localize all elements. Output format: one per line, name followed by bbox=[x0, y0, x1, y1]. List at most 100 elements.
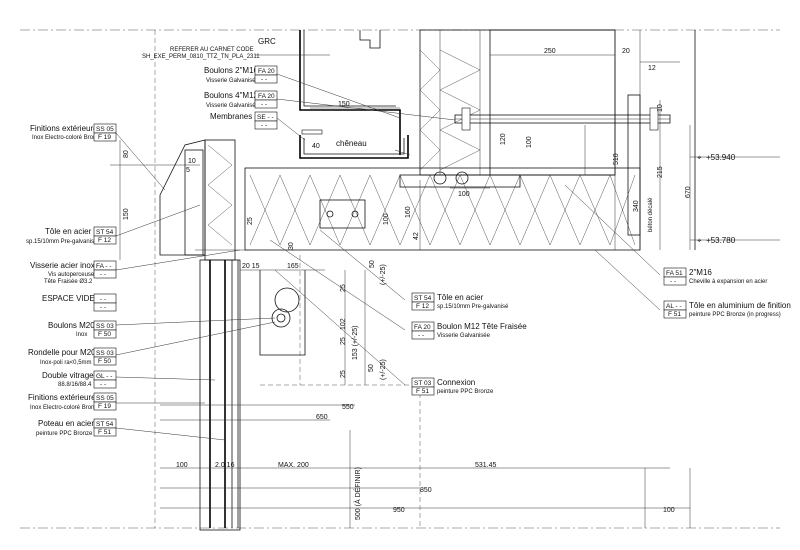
label-boulon-m12-tete: FA 20 - - Boulon M12 Tête Fraisée Visser… bbox=[411, 321, 527, 340]
svg-text:153 (+/-25): 153 (+/-25) bbox=[352, 326, 359, 360]
cheneau-text: chêneau bbox=[336, 139, 367, 148]
svg-text:F 51: F 51 bbox=[416, 388, 429, 395]
dimension-lines bbox=[110, 30, 780, 528]
svg-text:650: 650 bbox=[316, 414, 328, 421]
svg-text:Visserie Galvanisée: Visserie Galvanisée bbox=[206, 103, 260, 109]
svg-text:- -: - - bbox=[100, 381, 106, 388]
svg-text:100: 100 bbox=[526, 136, 533, 148]
svg-text:peinture PPC Bronze (in progre: peinture PPC Bronze (in progress) bbox=[689, 312, 781, 318]
svg-text:5: 5 bbox=[186, 167, 190, 174]
svg-text:F 12: F 12 bbox=[416, 303, 429, 310]
svg-text:120: 120 bbox=[500, 133, 507, 145]
reference-line-2: SH_EXE_PERM_0810_TTZ_TN_PLA_2311 bbox=[142, 54, 260, 60]
svg-text:Tête Fraisée Ø3.2: Tête Fraisée Ø3.2 bbox=[44, 279, 93, 285]
svg-text:- -: - - bbox=[261, 122, 267, 129]
svg-text:AL - -: AL - - bbox=[666, 303, 682, 310]
svg-text:100: 100 bbox=[458, 191, 470, 198]
dimension-values: 250 20 12 150 40 80 150 10 5 165 20 15 2… bbox=[123, 48, 692, 520]
svg-text:sp.15/10mm Pre-galvanisé: sp.15/10mm Pre-galvanisé bbox=[437, 304, 509, 310]
grc-label: GRC bbox=[258, 37, 276, 46]
svg-text:165: 165 bbox=[287, 263, 299, 270]
svg-text:Tôle en aluminium de finition: Tôle en aluminium de finition bbox=[689, 301, 791, 310]
label-boulons-m20: Boulons M20 Inox SS 03 F 50 bbox=[48, 320, 117, 339]
svg-text:Finitions extérieures: Finitions extérieures bbox=[30, 124, 102, 133]
svg-text:MAX. 200: MAX. 200 bbox=[278, 462, 309, 469]
svg-text:100: 100 bbox=[663, 507, 675, 514]
svg-text:ST 54: ST 54 bbox=[96, 421, 114, 428]
label-poteau: Poteau en acier peinture PPC Bronze ST 5… bbox=[36, 418, 117, 437]
svg-text:531.45: 531.45 bbox=[475, 462, 497, 469]
svg-text:50: 50 bbox=[368, 364, 375, 372]
svg-text:SS 05: SS 05 bbox=[96, 395, 114, 402]
label-finitions-bottom: Finitions extérieures Inox Electro-color… bbox=[28, 392, 117, 411]
svg-text:peinture PPC Bronze: peinture PPC Bronze bbox=[36, 431, 93, 437]
label-tole-mid: ST 54 F 12 Tôle en acier sp.15/10mm Pre-… bbox=[411, 292, 509, 311]
svg-text:Double vitrage: Double vitrage bbox=[42, 371, 94, 380]
svg-text:Visserie acier inox: Visserie acier inox bbox=[30, 261, 95, 270]
bracket bbox=[259, 255, 421, 528]
svg-text:GL - -: GL - - bbox=[96, 373, 112, 380]
svg-text:ST 54: ST 54 bbox=[414, 295, 432, 302]
threaded-rod bbox=[433, 107, 671, 185]
svg-text:F 19: F 19 bbox=[98, 403, 111, 410]
svg-text:FA 20: FA 20 bbox=[414, 324, 431, 331]
svg-text:42: 42 bbox=[413, 232, 420, 240]
svg-text:SS 03: SS 03 bbox=[96, 350, 114, 357]
svg-text:Rondelle pour M20: Rondelle pour M20 bbox=[28, 348, 96, 357]
svg-text:100: 100 bbox=[383, 213, 390, 225]
svg-text:88.8/16/88.4: 88.8/16/88.4 bbox=[58, 382, 92, 388]
svg-text:- -: - - bbox=[261, 76, 267, 83]
label-boulons-m12: Boulons 4"M12 Visserie Galvanisée FA 20 … bbox=[204, 90, 278, 109]
svg-text:80: 80 bbox=[123, 150, 130, 158]
svg-text:F 50: F 50 bbox=[98, 331, 111, 338]
svg-text:Visserie Galvanisée: Visserie Galvanisée bbox=[437, 333, 491, 339]
svg-text:FA 20: FA 20 bbox=[258, 68, 275, 75]
svg-text:25: 25 bbox=[340, 337, 347, 345]
svg-text:215: 215 bbox=[657, 166, 664, 178]
svg-text:550: 550 bbox=[342, 404, 354, 411]
svg-text:(+/-25): (+/-25) bbox=[380, 359, 387, 380]
label-rondelle: Rondelle pour M20 Inox-poli ra<0,5mm SS … bbox=[28, 347, 117, 366]
level-bottom-arrow: ⌖ bbox=[697, 236, 702, 245]
svg-text:- -: - - bbox=[261, 101, 267, 108]
svg-text:850: 850 bbox=[420, 487, 432, 494]
svg-text:Boulons 4"M12: Boulons 4"M12 bbox=[204, 91, 259, 100]
slab-insulation bbox=[244, 167, 641, 251]
level-bottom: +53.780 bbox=[706, 236, 736, 245]
svg-text:- -: - - bbox=[418, 332, 424, 339]
svg-text:100: 100 bbox=[176, 462, 188, 469]
svg-text:SE - -: SE - - bbox=[257, 114, 274, 121]
svg-text:Cheville à expansion en acier: Cheville à expansion en acier bbox=[689, 279, 767, 285]
svg-text:Connexion: Connexion bbox=[437, 378, 475, 387]
svg-text:Vis autoperceuses: Vis autoperceuses bbox=[48, 272, 97, 278]
label-connexion: ST 03 F 51 Connexion peinture PPC Bronze bbox=[411, 377, 494, 396]
svg-text:Boulon M12 Tête Fraisée: Boulon M12 Tête Fraisée bbox=[437, 322, 527, 331]
svg-text:500 (À DÉFINIR): 500 (À DÉFINIR) bbox=[353, 467, 362, 520]
label-double-vitrage: Double vitrage 88.8/16/88.4 GL - - - - bbox=[42, 370, 117, 389]
svg-text:250: 250 bbox=[544, 48, 556, 55]
svg-text:Boulons 2"M16: Boulons 2"M16 bbox=[204, 66, 259, 75]
svg-text:Inox Electro-coloré Bronze: Inox Electro-coloré Bronze bbox=[30, 405, 101, 411]
svg-text:25: 25 bbox=[340, 284, 347, 292]
svg-text:- -: - - bbox=[100, 304, 106, 311]
label-boulons-m16: Boulons 2"M16 Visserie Galvanisée FA 20 … bbox=[204, 65, 278, 84]
beton-text: béton décalé bbox=[648, 197, 654, 232]
svg-text:50: 50 bbox=[369, 260, 376, 268]
facade bbox=[159, 139, 366, 531]
svg-text:FA 20: FA 20 bbox=[258, 93, 275, 100]
label-finitions-top: Finitions extérieures Inox Electro-color… bbox=[30, 123, 117, 142]
svg-text:FA 51: FA 51 bbox=[666, 270, 683, 277]
svg-text:ST 03: ST 03 bbox=[414, 380, 432, 387]
label-cheville: FA 51 - - 2"M16 Cheville à expansion en … bbox=[663, 267, 767, 286]
svg-text:2"M16: 2"M16 bbox=[689, 268, 712, 277]
svg-text:10: 10 bbox=[657, 104, 664, 112]
level-top-arrow: ⌖ bbox=[697, 153, 702, 162]
gutter bbox=[299, 129, 409, 159]
svg-text:150: 150 bbox=[338, 101, 350, 108]
svg-text:12: 12 bbox=[648, 65, 656, 72]
svg-text:- -: - - bbox=[100, 296, 106, 303]
label-tole-alu: AL - - F 51 Tôle en aluminium de finitio… bbox=[663, 300, 791, 319]
svg-text:340: 340 bbox=[633, 200, 640, 212]
svg-text:ST 54: ST 54 bbox=[96, 229, 114, 236]
